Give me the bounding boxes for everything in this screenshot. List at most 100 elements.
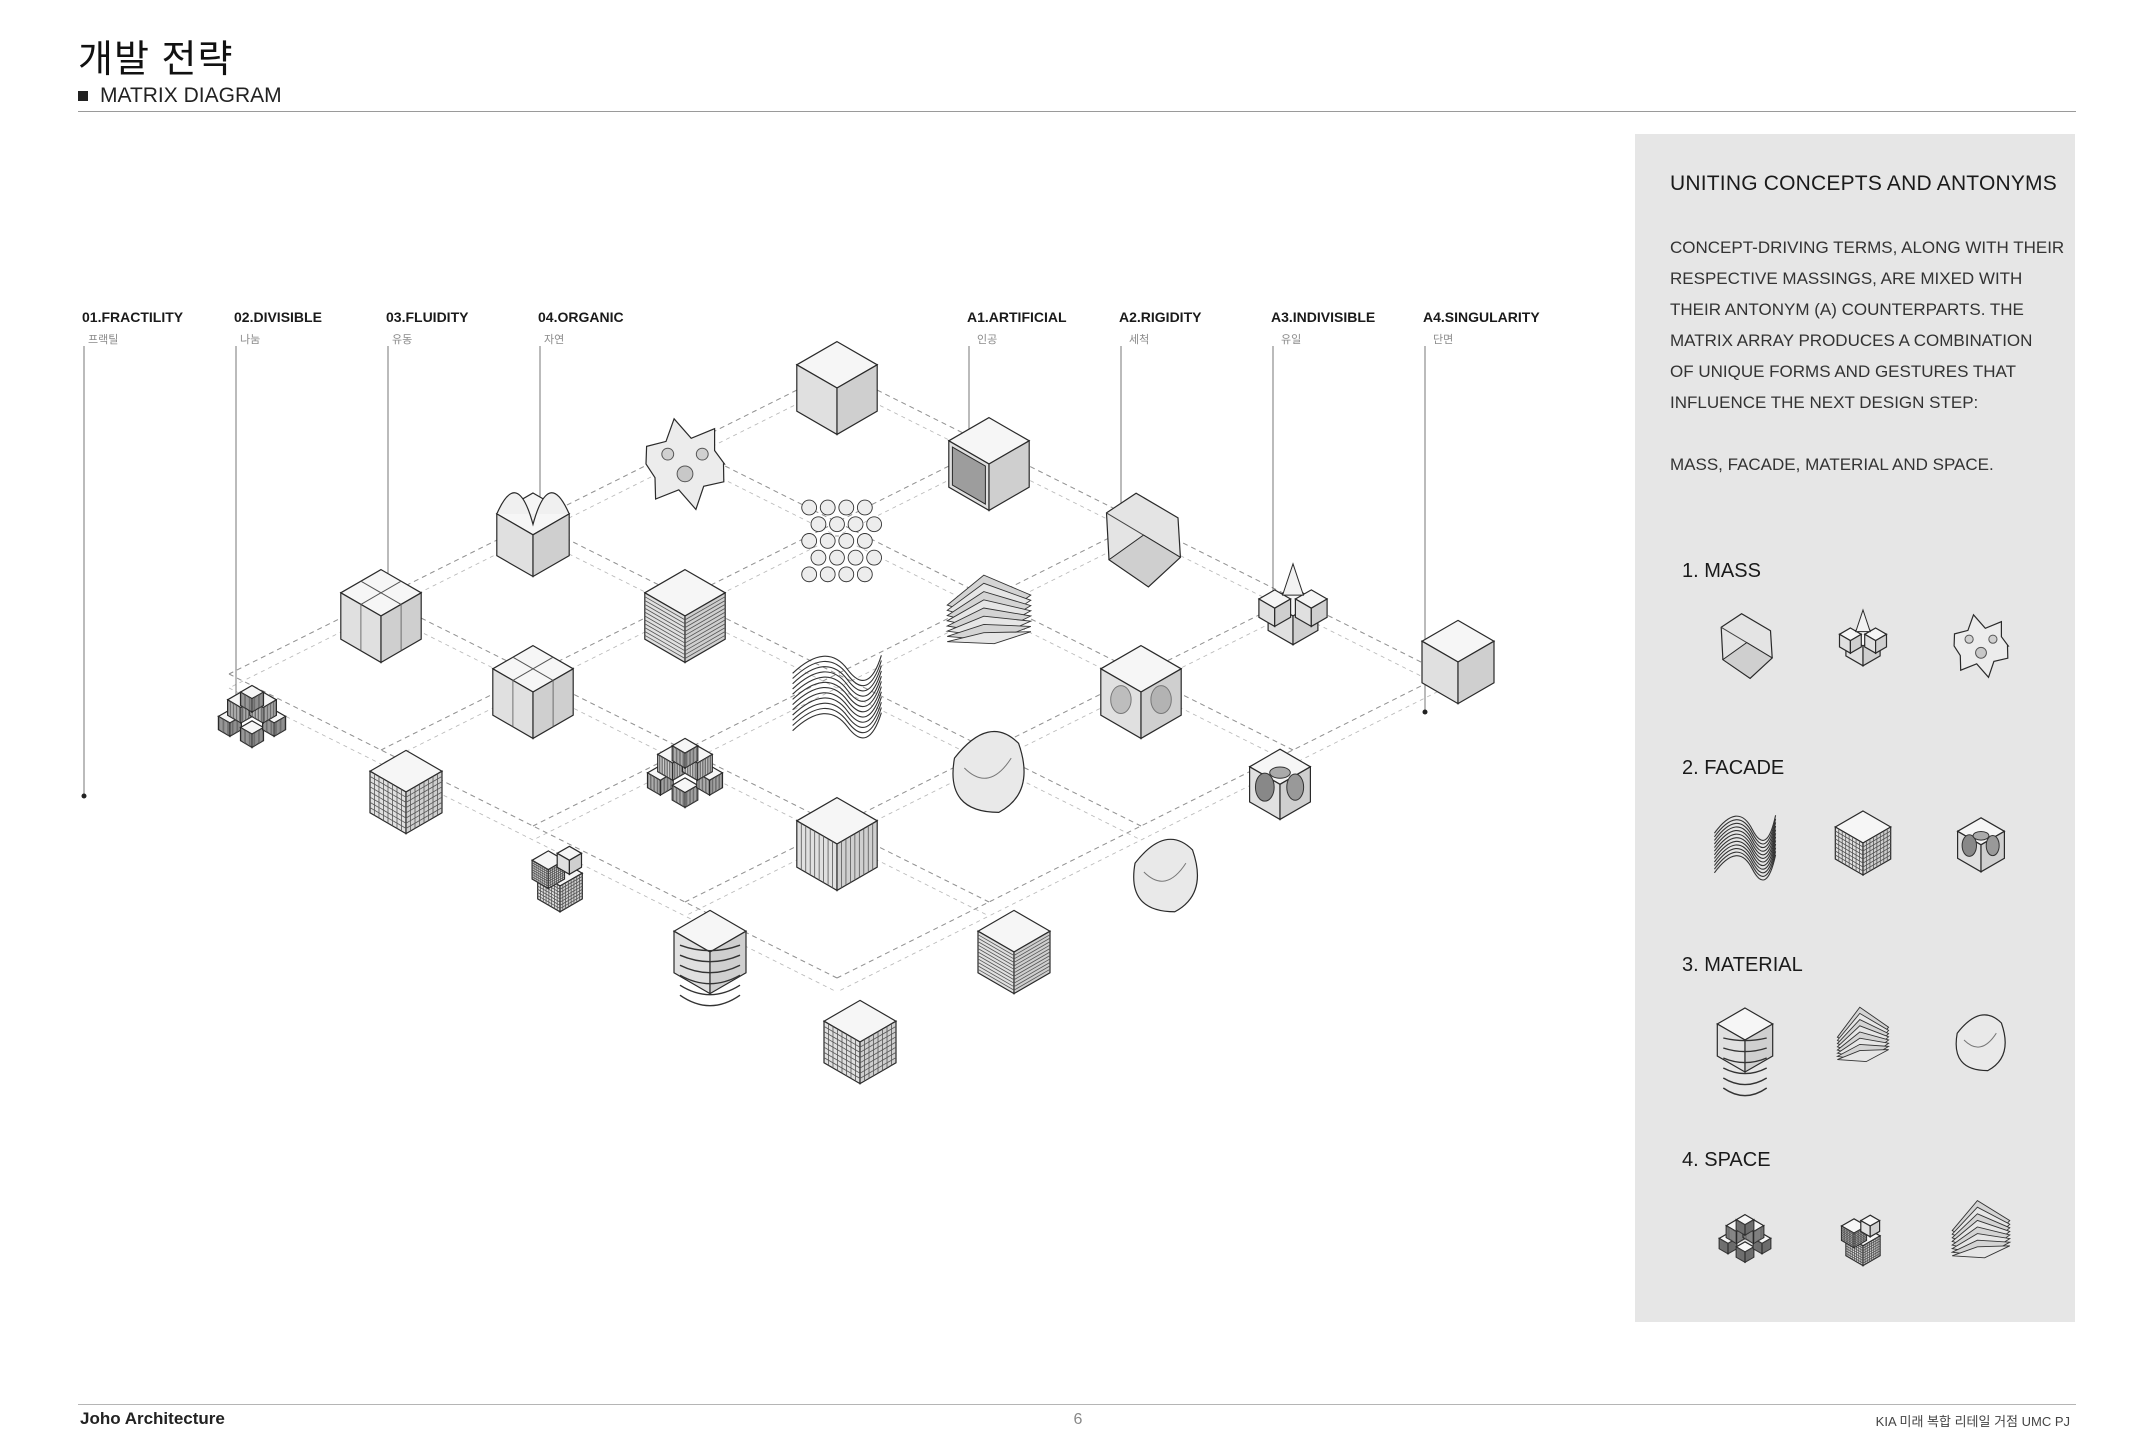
layer-line [977, 937, 1015, 960]
thumbnail-swirl [1716, 1007, 1774, 1097]
swirl-line [1723, 1037, 1767, 1042]
void-form-void [1286, 773, 1305, 801]
wave-form-layer [792, 676, 882, 702]
grid-line [1845, 1250, 1864, 1261]
layer-line [684, 604, 726, 628]
leader-lines [81, 346, 1428, 799]
curve-form-edge [1143, 862, 1187, 882]
layer-line [684, 634, 726, 659]
panel-body-line: MATRIX ARRAY PRODUCES A COMBINATION [1670, 331, 2033, 350]
grid-line [1862, 838, 1891, 856]
grid-line [405, 796, 443, 819]
layer-line [977, 948, 1015, 970]
facade-thumbnails [1713, 810, 2006, 881]
layer-line [1013, 965, 1051, 988]
thumbnail-grid [1834, 810, 1892, 877]
layer-line [977, 944, 1015, 967]
grid-line [405, 791, 443, 814]
wave-form-layer [1713, 829, 1777, 856]
matrix-forms [217, 340, 1496, 1085]
layer-line [1013, 944, 1051, 967]
wave-form-layer [792, 665, 882, 692]
grid-line [1841, 1234, 1855, 1243]
antonym-label-indivisible: A3.INDIVISIBLE [1271, 309, 1376, 325]
dots-form-sphere [866, 516, 882, 533]
cube-right-face [836, 363, 878, 436]
grid-line [405, 776, 443, 798]
panel-body-line: THEIR ANTONYM (A) COUNTERPARTS. THE [1670, 300, 2024, 319]
grid-line [531, 873, 549, 885]
grid-line [823, 1036, 861, 1058]
concept-label-organic: 04.ORGANIC [538, 309, 624, 325]
leader-dot [81, 793, 87, 799]
grid-line [531, 862, 549, 873]
grid-line [1835, 846, 1864, 864]
grid-line [1835, 854, 1864, 872]
dots-form-sphere [856, 499, 873, 516]
grid-line [531, 866, 549, 878]
cube-right-face [988, 439, 1030, 512]
cube-right-face [1849, 633, 1862, 655]
layer-line [977, 958, 1015, 981]
twist-form-plate [947, 631, 1031, 645]
page-title: 개발 전략 [78, 39, 234, 81]
grid-line [559, 895, 583, 909]
grid-line [1853, 1236, 1867, 1245]
grid-line [559, 876, 583, 890]
layer-line [1013, 937, 1051, 960]
organic-form-void [1988, 634, 1998, 644]
grid-line [1835, 834, 1864, 852]
category-label: 3. MATERIAL [1682, 954, 1803, 976]
layer-line [1013, 934, 1051, 956]
wave-form-layer [1713, 818, 1777, 845]
grid-line [1862, 850, 1891, 868]
wave-form-layer [792, 670, 882, 697]
wave-form-layer [1713, 833, 1777, 859]
swirl-line [679, 984, 741, 996]
grid-line [1841, 1236, 1855, 1245]
layer-line [1013, 958, 1051, 981]
grid-line [1841, 1238, 1855, 1247]
dots-form-sphere [801, 566, 818, 583]
layer-line [644, 634, 686, 659]
layer-line [684, 627, 726, 652]
grid-line [531, 869, 549, 880]
grid-line [1835, 830, 1864, 848]
layer-line [644, 619, 686, 644]
concept-sub-divisible: 나눔 [240, 334, 261, 346]
layer-line [644, 604, 686, 628]
layer-line [1013, 962, 1051, 984]
grid-line [1862, 846, 1891, 864]
dots-form-sphere [856, 566, 873, 583]
page-number: 6 [1073, 1411, 1083, 1428]
grid-line [1862, 1242, 1881, 1254]
grid-line [1862, 854, 1891, 872]
grid-line-offset [228, 687, 838, 993]
grid-line [548, 871, 565, 882]
curve-form [952, 730, 1025, 813]
curve-form-edge [963, 757, 1012, 779]
void-form-void [1972, 830, 1990, 841]
cube-right-face [532, 512, 570, 578]
dots-form-sphere [866, 549, 882, 566]
antonym-sub-indivisible: 유일 [1281, 334, 1302, 346]
void-form-void [1269, 766, 1291, 779]
swirl-line [679, 954, 741, 963]
hollow-opening [951, 446, 986, 505]
layer-line [644, 631, 686, 656]
category-mass: 1. MASS [1635, 560, 2075, 750]
swirl-line [1722, 1087, 1768, 1097]
matrix-diagram [81, 340, 1496, 1085]
grid-line [369, 807, 407, 829]
layer-line [1013, 968, 1051, 991]
dots-form-sphere [838, 499, 855, 516]
layer-line [684, 607, 726, 632]
grid-line [405, 802, 443, 824]
page-subtitle: MATRIX DIAGRAM [78, 84, 282, 108]
panel-body-line: INFLUENCE THE NEXT DESIGN STEP: [1670, 393, 1979, 412]
wave-form-layer [1713, 854, 1777, 881]
wave-form-layer [1713, 815, 1777, 841]
cube-right-face [1875, 633, 1888, 655]
antonym-sub-singularity: 단면 [1433, 334, 1454, 346]
wave-form-layer [792, 686, 882, 713]
